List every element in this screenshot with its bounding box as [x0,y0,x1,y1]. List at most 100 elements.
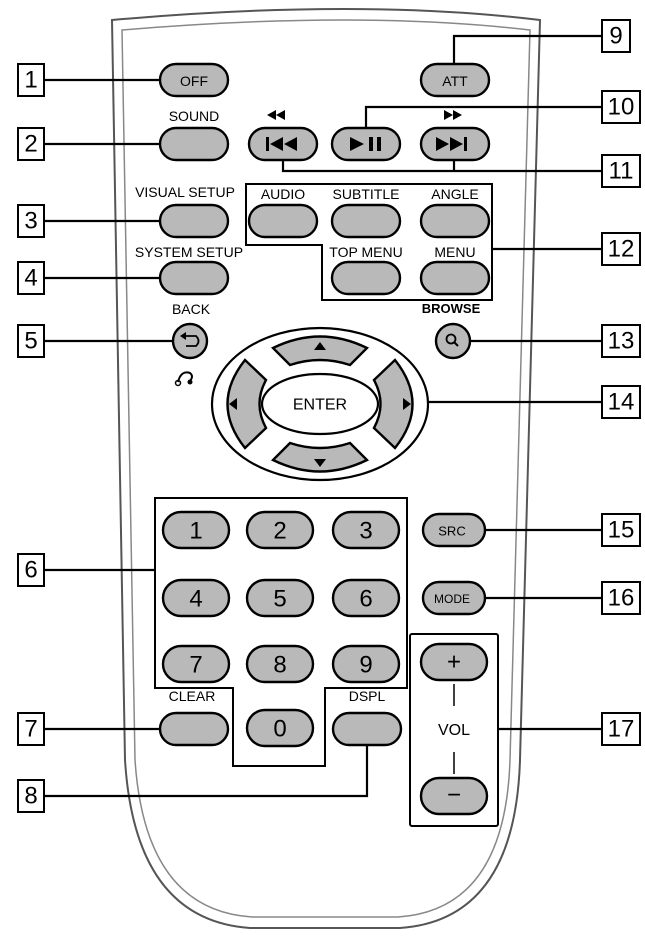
clear-button[interactable] [158,711,230,747]
dpad-up-button[interactable] [270,335,370,367]
play-pause-icon [350,137,381,151]
svg-text:7: 7 [24,716,37,743]
svg-text:3: 3 [359,518,372,545]
digit-0-button[interactable]: 0 [245,708,315,748]
callout-13: 13 [601,324,641,358]
svg-text:−: − [447,782,461,809]
callout-15: 15 [601,513,641,547]
sound-label: SOUND [169,108,220,124]
digit-8-button[interactable]: 8 [245,644,315,684]
svg-text:7: 7 [189,652,202,679]
dpad-down-button[interactable] [270,441,370,473]
callout-8: 8 [17,779,45,813]
volume-down-button[interactable]: − [419,776,489,816]
angle-button[interactable] [419,203,491,239]
digit-1-button[interactable]: 1 [161,510,231,550]
system-setup-button[interactable] [158,260,230,296]
clear-label: CLEAR [169,688,216,704]
svg-text:4: 4 [24,265,37,292]
svg-text:2: 2 [273,518,286,545]
callout-1: 1 [17,63,45,97]
digit-6-button[interactable]: 6 [331,578,401,618]
svg-text:11: 11 [609,158,634,185]
svg-text:MODE: MODE [434,592,470,606]
arrow-up-icon [314,342,326,350]
svg-text:8: 8 [24,783,37,810]
svg-text:1: 1 [24,67,37,94]
callout-6: 6 [17,553,45,587]
svg-text:SRC: SRC [438,524,465,539]
next-track-icon [436,137,467,151]
next-button[interactable] [419,126,491,162]
audio-button[interactable] [247,203,319,239]
play-pause-button[interactable] [330,126,402,162]
svg-text:5: 5 [24,328,37,355]
rewind-label-icon [267,110,285,120]
subtitle-label: SUBTITLE [333,186,400,202]
digit-9-button[interactable]: 9 [331,644,401,684]
mode-button[interactable]: MODE [421,580,487,616]
top-menu-button[interactable] [330,260,402,296]
number-pad-group [154,497,408,767]
callout-11: 11 [601,154,641,188]
svg-text:17: 17 [608,716,635,743]
svg-text:5: 5 [273,586,286,613]
digit-4-button[interactable]: 4 [161,578,231,618]
dpad-right-button[interactable] [372,358,414,450]
audio-label: AUDIO [261,186,305,202]
angle-label: ANGLE [431,186,478,202]
callout-14: 14 [601,385,641,419]
volume-up-button[interactable]: + [419,642,489,682]
callout-5: 5 [17,324,45,358]
back-arrow-icon [183,335,200,347]
callout-2: 2 [17,127,45,161]
back-label: BACK [172,301,211,317]
dpad-left-button[interactable] [226,358,268,450]
arrow-down-icon [314,459,326,467]
menu-button[interactable] [419,260,491,296]
att-button[interactable]: ATT [419,62,491,98]
digit-3-button[interactable]: 3 [331,510,401,550]
digit-2-button[interactable]: 2 [245,510,315,550]
dspl-button[interactable] [331,711,403,747]
src-button[interactable]: SRC [421,512,487,548]
svg-text:OFF: OFF [180,73,208,89]
dvd-buttons-group [245,183,493,301]
callout-7: 7 [17,712,45,746]
svg-text:9: 9 [609,23,622,50]
sound-button[interactable] [158,126,230,162]
off-button[interactable]: OFF [158,62,230,98]
dspl-label: DSPL [349,688,386,704]
digit-5-button[interactable]: 5 [245,578,315,618]
svg-text:4: 4 [189,586,202,613]
system-setup-label: SYSTEM SETUP [135,244,243,260]
svg-text:12: 12 [608,236,635,263]
svg-text:0: 0 [273,716,286,743]
volume-group [409,633,499,827]
svg-text:10: 10 [608,94,635,121]
svg-text:ENTER: ENTER [293,397,347,414]
visual-setup-label: VISUAL SETUP [135,184,235,200]
svg-text:15: 15 [608,517,635,544]
remote-inner-outline [121,19,531,918]
svg-text:6: 6 [24,557,37,584]
search-icon [445,333,459,347]
enter-button[interactable]: ENTER [260,372,380,436]
svg-text:8: 8 [273,652,286,679]
svg-text:1: 1 [189,518,202,545]
browse-label: BROWSE [422,301,481,316]
subtitle-button[interactable] [330,203,402,239]
callout-4: 4 [17,261,45,295]
svg-text:+: + [447,649,461,676]
back-button[interactable] [171,322,209,360]
callout-12: 12 [601,232,641,266]
return-icon [174,371,193,387]
prev-button[interactable] [247,126,319,162]
svg-text:16: 16 [608,585,635,612]
menu-label: MENU [434,244,475,260]
visual-setup-button[interactable] [158,203,230,239]
svg-text:3: 3 [24,208,37,235]
digit-7-button[interactable]: 7 [161,644,231,684]
browse-button[interactable] [434,322,472,360]
